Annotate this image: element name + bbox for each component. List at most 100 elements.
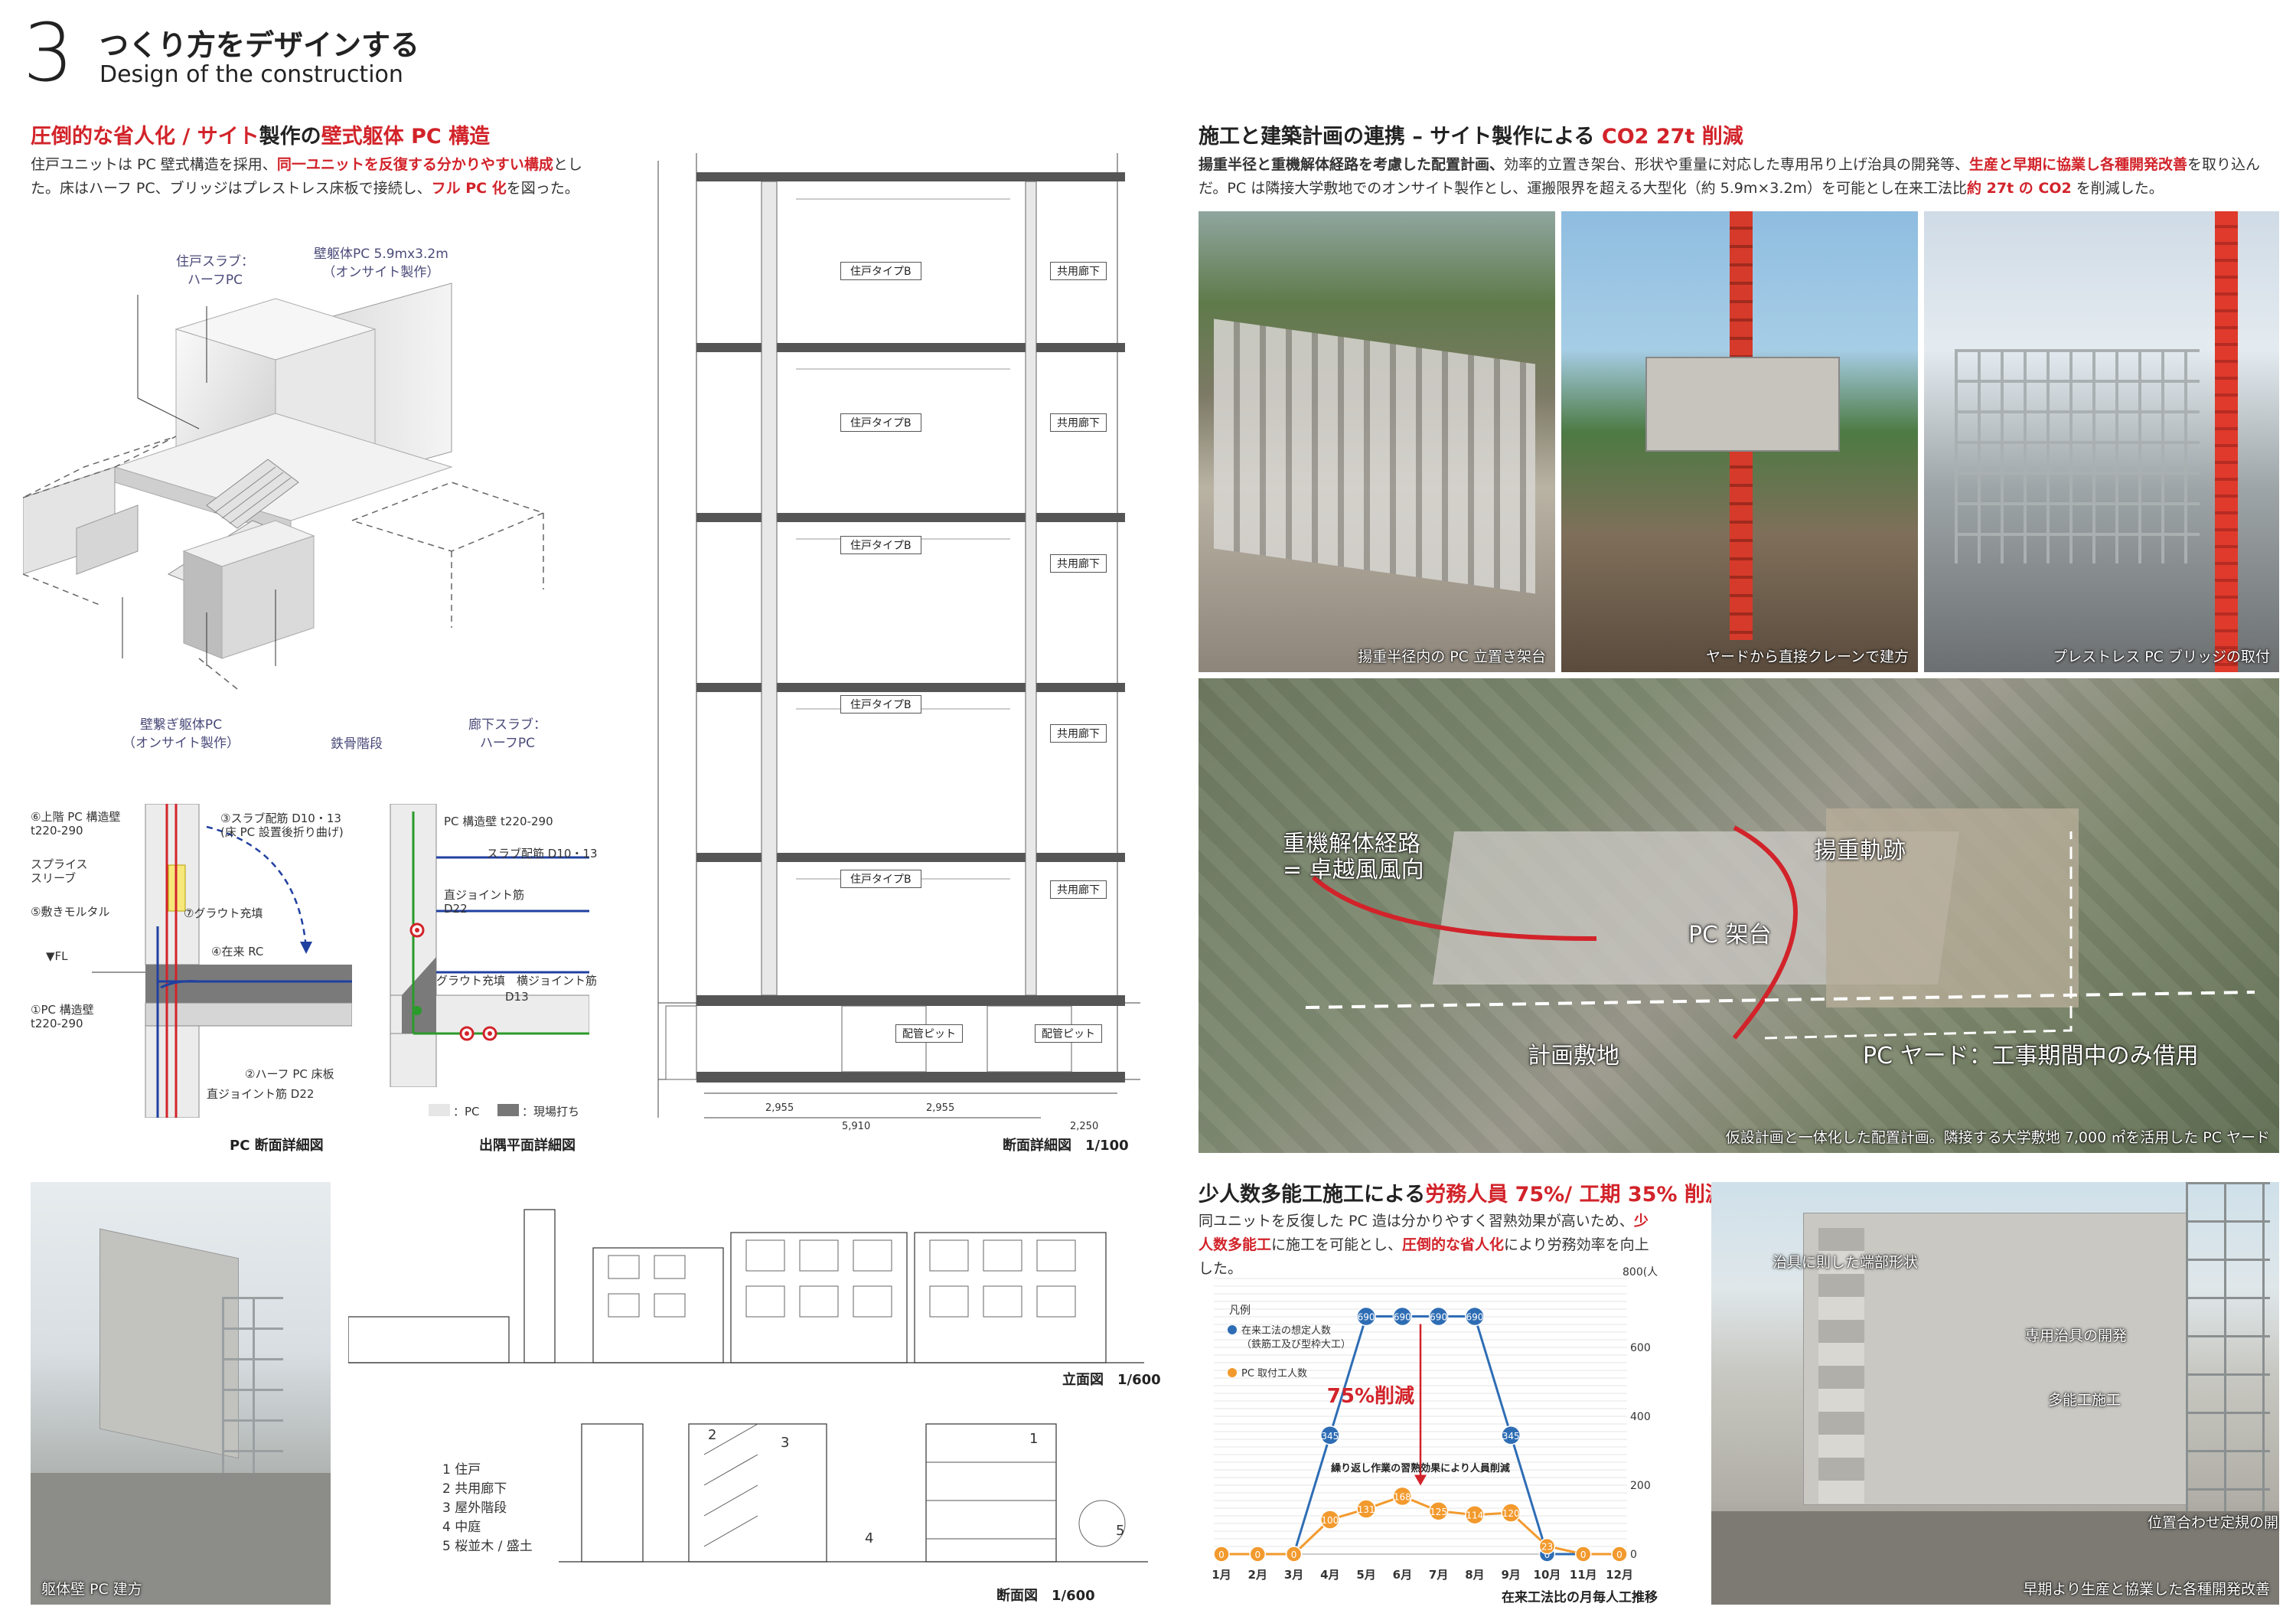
dim-3: 5,910 <box>842 1121 871 1132</box>
x-tick-label: 7月 <box>1429 1568 1448 1582</box>
corner-label-3: 直ジョイント筋 D22 <box>444 888 525 916</box>
br-label-5: 早期より生産と協業した各種開発改善 <box>2023 1581 2270 1598</box>
section-detail-drawing <box>657 153 1140 1118</box>
data-point <box>1213 1546 1230 1563</box>
legend-label: 在来工法の想定人数 <box>1241 1324 1331 1337</box>
pc-label-4: ▼FL <box>46 949 68 963</box>
annotation-note: 繰り返し作業の習熟効果により人員削減 <box>1331 1462 1510 1474</box>
x-tick-label: 12月 <box>1606 1568 1633 1582</box>
section-title-ja: つくり方をデザインする <box>99 28 420 62</box>
svg-text:2: 2 <box>708 1427 716 1443</box>
data-label: 345 <box>1502 1431 1520 1442</box>
data-point <box>1249 1546 1267 1563</box>
data-label: 345 <box>1321 1431 1339 1442</box>
labor-chart-svg: 0200400600800(人)1月2月3月4月5月6月7月8月9月10月11月… <box>1212 1266 1662 1582</box>
x-tick-label: 4月 <box>1320 1568 1339 1582</box>
x-tick-label: 3月 <box>1284 1568 1303 1582</box>
data-point <box>1501 1503 1521 1523</box>
data-label: 23 <box>1541 1542 1553 1553</box>
series-line-1 <box>1221 1494 1619 1556</box>
data-label: 131 <box>1358 1504 1375 1515</box>
svg-text:1: 1 <box>1029 1431 1038 1447</box>
pc-label-3: ⑤敷きモルタル <box>31 905 110 919</box>
right-bottom-body: 同ユニットを反復した PC 造は分かりやすく習熟効果が高いため、少人数多能工に施… <box>1199 1213 1649 1277</box>
x-tick-label: 5月 <box>1356 1568 1375 1582</box>
pit-label-1: 配管ピット <box>895 1024 963 1043</box>
dim-1: 2,955 <box>765 1102 794 1114</box>
svg-text:3: 3 <box>781 1435 789 1451</box>
section-number: 3 <box>23 6 74 100</box>
svg-text:5: 5 <box>1116 1523 1124 1539</box>
section-legend-4: 4 中庭 <box>442 1520 481 1535</box>
data-point <box>1356 1306 1376 1327</box>
data-point <box>1428 1306 1449 1327</box>
photo-wall-erection: 躯体壁 PC 建方 <box>31 1182 331 1605</box>
unit-label-3: 住戸タイプB <box>840 536 921 554</box>
elevation-drawing <box>348 1209 1144 1363</box>
legend-pc-label: ：PC <box>453 1105 480 1118</box>
reduction-arrowhead <box>1414 1474 1427 1486</box>
section-drawing: 2 3 4 1 5 <box>559 1423 1148 1563</box>
br-label-4: 位置合わせ定規の開発 <box>2148 1514 2279 1531</box>
pc-label-7: ⑦グラウト充填 <box>184 906 263 920</box>
x-tick-label: 9月 <box>1501 1568 1520 1582</box>
corridor-label-1: 共用廊下 <box>1050 262 1107 280</box>
pc-detail-caption: PC 断面詳細図 <box>230 1138 324 1154</box>
aerial-caption: 仮設計画と一体化した配置計画。隣接する大学敷地 7,000 ㎡を活用した PC … <box>1725 1129 2270 1146</box>
y-tick-label: 400 <box>1630 1411 1651 1423</box>
photo-multi-skilled: 治具に則した端部形状 専用治具の開発 多能工施工 位置合わせ定規の開発 早期より… <box>1711 1182 2279 1605</box>
y-tick-label: 200 <box>1630 1480 1651 1492</box>
photo-caption-2: ヤードから直接クレーンで建方 <box>1705 648 1909 665</box>
reduction-label: 75%削減 <box>1327 1385 1414 1408</box>
data-point <box>1465 1504 1485 1525</box>
pc-label-6: ③スラブ配筋 D10・13 (床 PC 設置後折り曲げ) <box>220 812 344 839</box>
corner-plan-detail-drawing <box>390 804 589 1087</box>
legend-pc-swatch <box>429 1104 450 1116</box>
data-point <box>1465 1306 1485 1327</box>
aerial-label-4: 計画敷地 <box>1528 1043 1619 1069</box>
right-top-title: 施工と建築計画の連携 – サイト製作による CO2 27t 削減 <box>1199 125 1743 149</box>
corner-label-5: D13 <box>505 990 529 1004</box>
data-point <box>1285 1546 1303 1563</box>
x-tick-label: 11月 <box>1570 1568 1597 1582</box>
corner-label-1: PC 構造壁 t220-290 <box>444 815 553 828</box>
pc-label-10: 直ジョイント筋 D22 <box>207 1087 315 1101</box>
photo-caption-1: 揚重半径内の PC 立置き架台 <box>1358 648 1546 665</box>
legend-marker <box>1228 1368 1237 1377</box>
pc-label-2: スプライス スリーブ <box>31 857 88 885</box>
section-legend-1: 1 住戸 <box>442 1462 481 1478</box>
section-legend-3: 3 屋外階段 <box>442 1501 507 1516</box>
corridor-label-2: 共用廊下 <box>1050 413 1107 432</box>
pc-label-9: ②ハーフ PC 床板 <box>245 1067 334 1081</box>
chart-xlabel: 在来工法比の月毎人工推移 <box>1502 1590 1658 1605</box>
aerial-label-5: PC ヤード：工事期間中のみ借用 <box>1863 1043 2199 1069</box>
aerial-label-2: 揚重軌跡 <box>1814 838 1906 864</box>
data-label: 0 <box>1580 1550 1587 1560</box>
corridor-label-4: 共用廊下 <box>1050 724 1107 743</box>
label-slab: 住戸スラブ： ハーフPC <box>176 254 254 288</box>
legend-label: （鉄筋工及び型枠大工） <box>1241 1338 1351 1350</box>
right-top-body: 揚重半径と重機解体経路を考慮した配置計画、効率的立置き架台、形状や重量に対応した… <box>1199 156 2261 197</box>
unit-label-4: 住戸タイプB <box>840 695 921 714</box>
br-label-1: 治具に則した端部形状 <box>1773 1254 1919 1271</box>
section-legend-5: 5 桜並木 / 盛土 <box>442 1539 533 1554</box>
pc-label-1: ⑥上階 PC 構造壁 t220-290 <box>31 810 121 838</box>
pc-section-detail-drawing <box>92 804 352 1118</box>
data-point <box>1428 1501 1449 1521</box>
data-point <box>1501 1425 1521 1445</box>
data-label: 168 <box>1394 1491 1411 1502</box>
elevation-caption: 立面図 1/600 <box>1062 1372 1161 1388</box>
y-tick-label: 600 <box>1630 1342 1651 1354</box>
pc-label-5: ①PC 構造壁 t220-290 <box>31 1003 94 1030</box>
label-stair: 鉄骨階段 <box>331 736 383 752</box>
data-label: 690 <box>1358 1312 1375 1323</box>
legend-label: PC 取付工人数 <box>1241 1368 1307 1380</box>
label-corridor: 廊下スラブ： ハーフPC <box>468 717 546 751</box>
data-point <box>1320 1510 1340 1530</box>
section-legend-2: 2 共用廊下 <box>442 1481 507 1497</box>
x-tick-label: 6月 <box>1393 1568 1412 1582</box>
aerial-label-3: PC 架台 <box>1688 922 1772 949</box>
br-label-3: 多能工施工 <box>2048 1392 2122 1409</box>
labor-chart: 0200400600800(人)1月2月3月4月5月6月7月8月9月10月11月… <box>1199 1263 1662 1615</box>
data-label: 0 <box>1291 1550 1297 1560</box>
